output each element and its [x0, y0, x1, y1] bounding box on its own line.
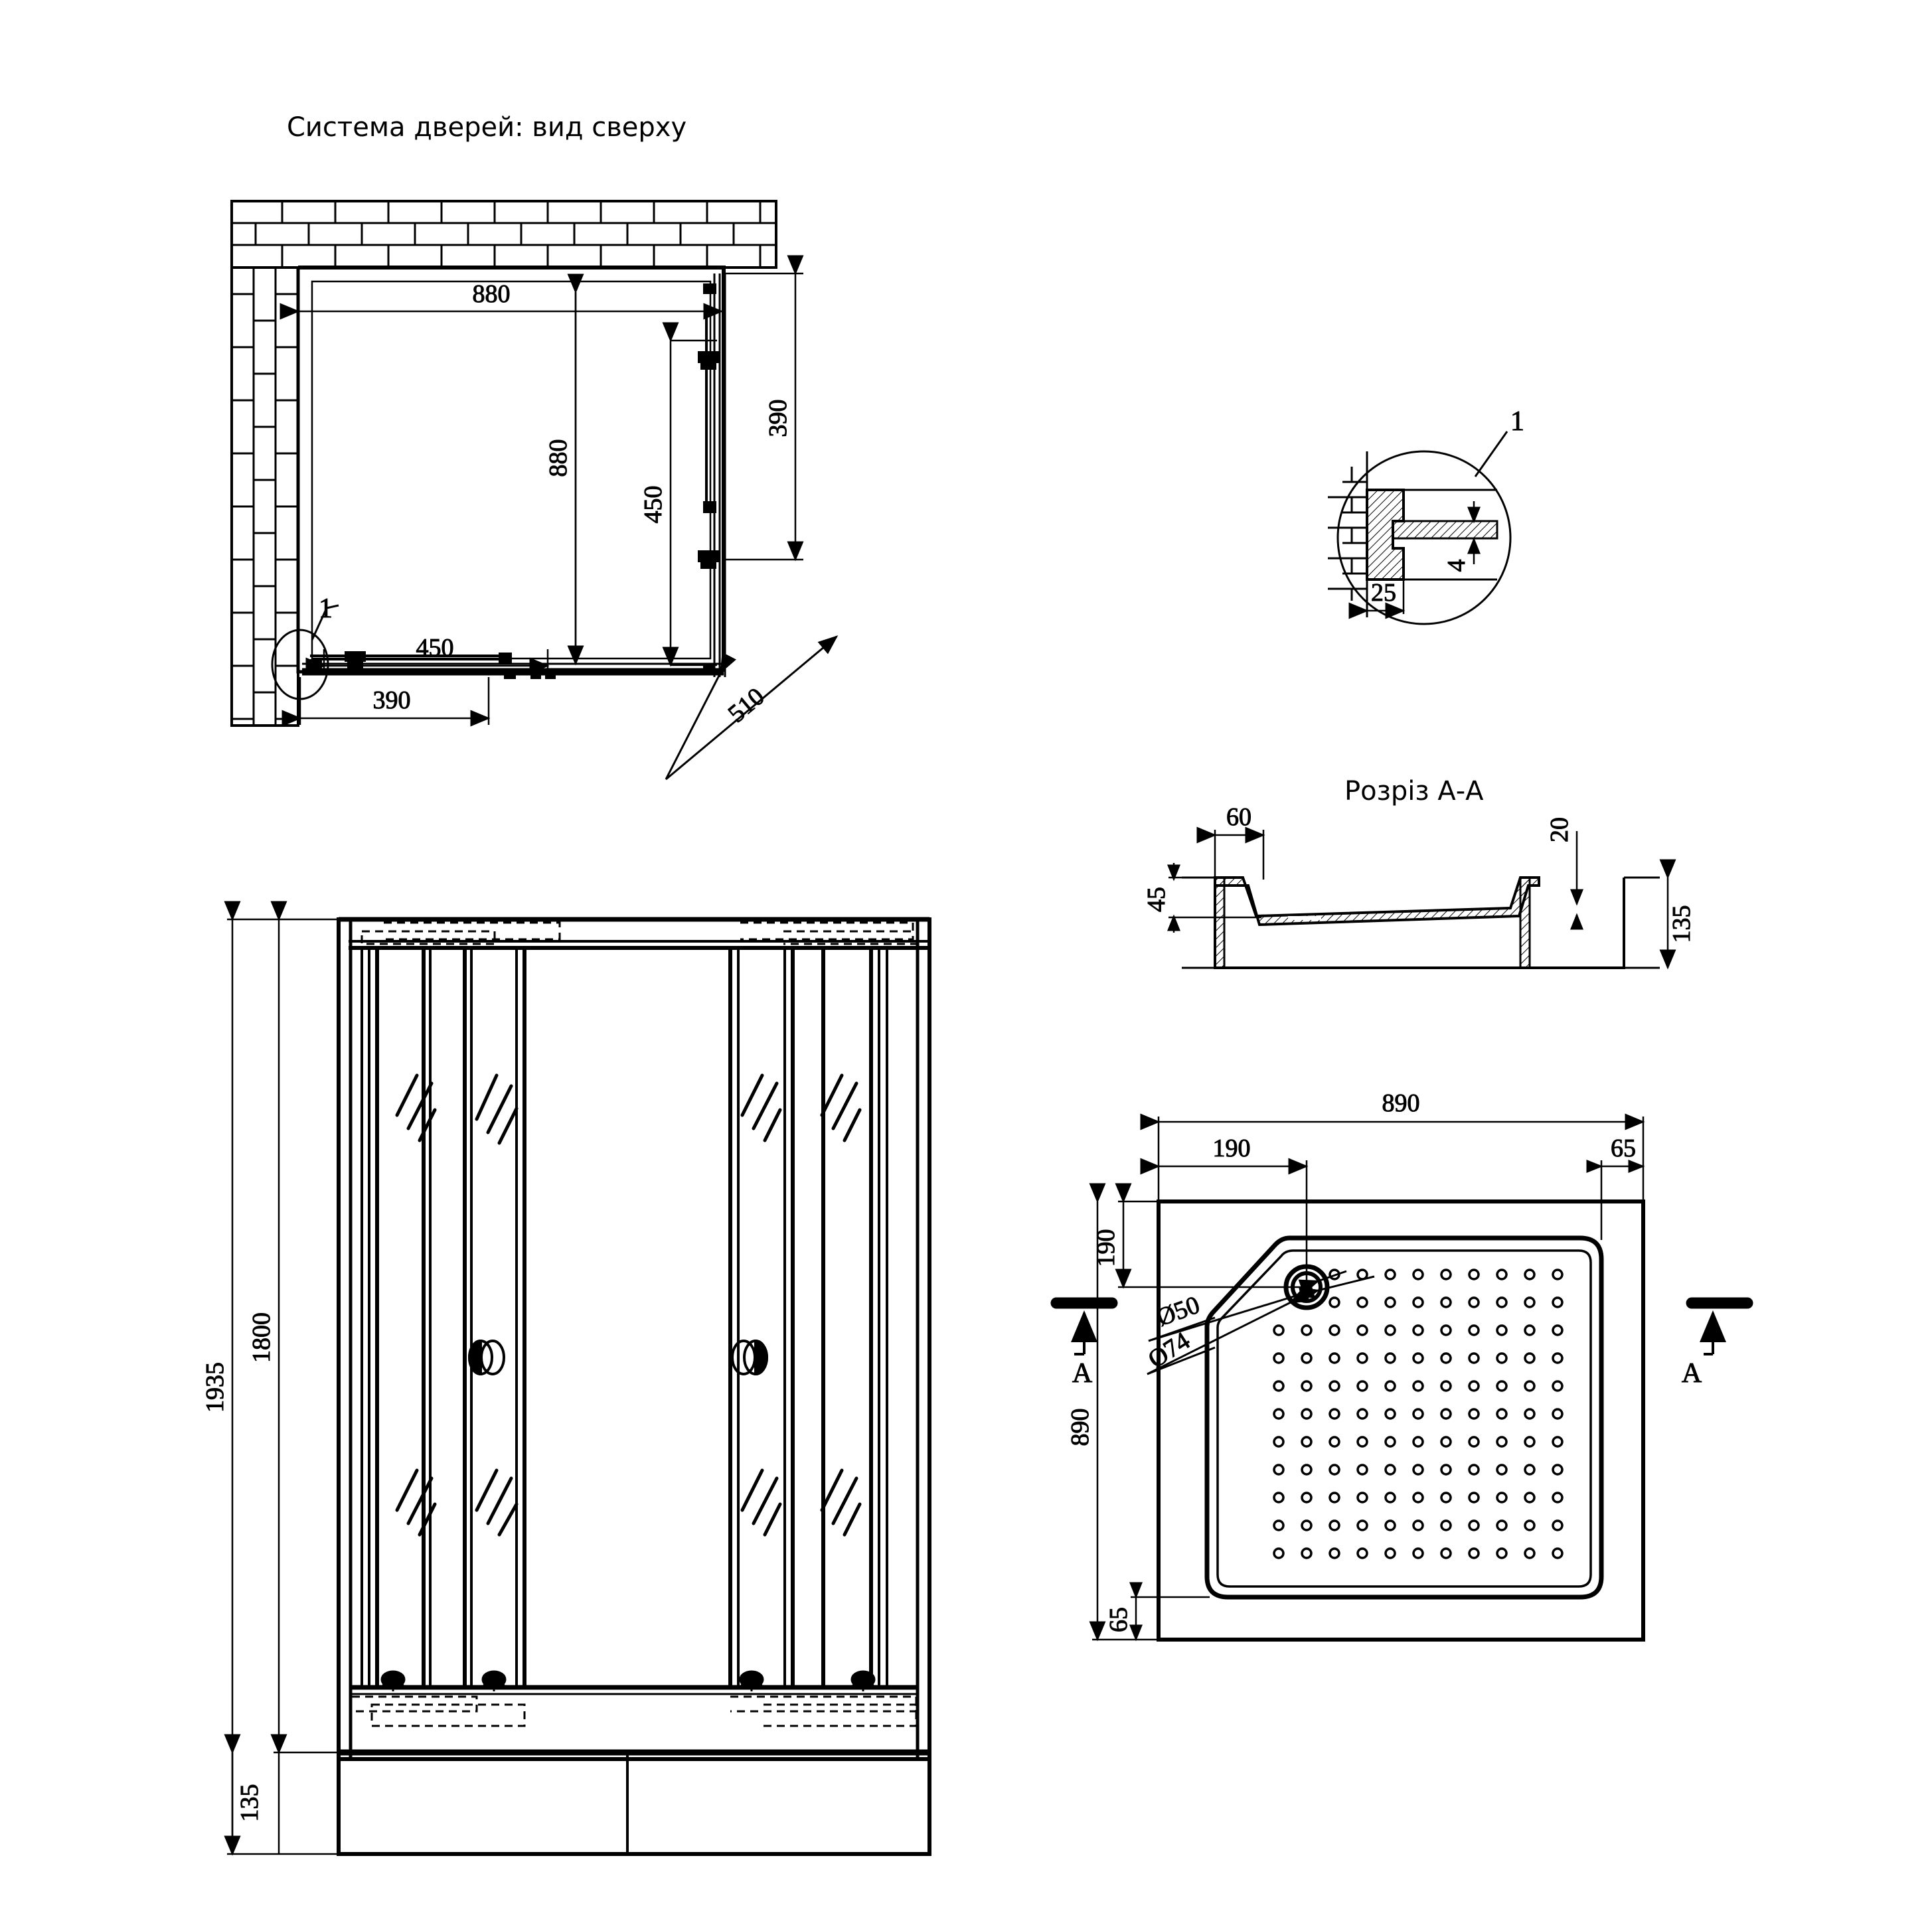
dim-135-front: [224, 1734, 280, 1856]
top-hidden-rails: [361, 921, 919, 945]
top-view-title: Система дверей: вид сверху: [287, 112, 686, 143]
tray-section-right-wall: [1519, 876, 1531, 969]
dim-390-v-label: 390: [764, 400, 792, 437]
dot-row: [1273, 1547, 1564, 1559]
dim-190-h: [1140, 1158, 1309, 1290]
glass-mark-icon: [475, 1468, 519, 1537]
dim-890-v-label: 890: [1066, 1409, 1094, 1446]
glass-mark-icon: [740, 1468, 782, 1537]
drain-diameter-leaders: [1147, 1270, 1375, 1375]
dot-row: [1273, 1380, 1564, 1392]
detail-callout-1-label: 1: [319, 593, 333, 624]
dim-390-v: [724, 255, 804, 562]
glass-mark-icon: [475, 1073, 519, 1145]
dim-190-v-label: 190: [1092, 1229, 1120, 1267]
tray-section-hatched: [1214, 876, 1540, 927]
glass-mark-icon: [820, 1073, 862, 1142]
antislip-dot-grid: [1273, 1269, 1564, 1559]
front-elevation-view: 1935 1800 135: [201, 901, 931, 1856]
detail-1-view: 1: [1328, 406, 1525, 625]
dim-1800-label: 1800: [248, 1312, 276, 1363]
dim-135-section-label: 135: [1668, 905, 1696, 943]
door-panels: [361, 948, 888, 1686]
roller-icon: [481, 1670, 507, 1691]
dim-45: [1167, 863, 1261, 933]
glass-mark-icon: [395, 1468, 437, 1537]
dot-row: [1273, 1408, 1564, 1420]
section-marker-left-label: A: [1072, 1358, 1093, 1389]
dot-row: [1273, 1519, 1564, 1531]
door-panel-4: [821, 948, 888, 1686]
dim-450-h: [305, 649, 550, 674]
door-panel-2: [463, 948, 526, 1686]
door-panel-3: [728, 948, 795, 1686]
dim-1935-label: 1935: [201, 1362, 229, 1413]
tray-bowl-outer: [1204, 1235, 1604, 1600]
dim-880-h-label: 880: [473, 280, 511, 308]
dim-20-label: 20: [1546, 817, 1573, 842]
dim-65-bottom-label: 65: [1105, 1607, 1133, 1632]
dot-row: [1273, 1492, 1564, 1504]
dim-190-v: [1115, 1183, 1311, 1289]
front-tray-base: [337, 1749, 931, 1856]
dot-row: [1273, 1464, 1564, 1476]
dim-450-v-label: 450: [639, 486, 667, 524]
dot-row: [1273, 1324, 1564, 1336]
detail-1-label: 1: [1510, 406, 1524, 437]
dim-1800: [270, 901, 340, 1754]
glass-marks-lower: [395, 1468, 862, 1537]
tray-plan-outline: [1157, 1199, 1645, 1642]
dim-4-label: 4: [1443, 560, 1471, 572]
section-aa-title: Розріз А-А: [1344, 776, 1484, 807]
roller-icon: [380, 1670, 406, 1691]
dim-190-h-label: 190: [1213, 1134, 1251, 1162]
glass-mark-icon: [740, 1073, 782, 1142]
dim-450-h-label: 450: [416, 634, 454, 662]
section-marker-right: [1686, 1297, 1753, 1355]
roller-icon: [850, 1670, 876, 1691]
dim-25: [1348, 579, 1406, 619]
dim-390-h: [282, 677, 491, 727]
section-aa-view: 60 45 20 135: [1143, 803, 1696, 970]
section-marker-right-label: A: [1682, 1358, 1702, 1389]
glass-mark-icon: [395, 1073, 437, 1142]
dim-25-label: 25: [1371, 579, 1396, 607]
door-panel-1: [361, 948, 432, 1686]
dim-65-bottom: [1129, 1582, 1210, 1642]
dim-890-h-label: 890: [1382, 1089, 1420, 1117]
dim-45-label: 45: [1143, 887, 1170, 912]
tray-plan-view: Ø50 Ø74 890 190 65 190: [1050, 1089, 1753, 1642]
dim-65-right: [1586, 1160, 1645, 1240]
roller-icon: [738, 1670, 765, 1691]
right-door-hardware: [698, 283, 719, 674]
bottom-hidden-rails: [352, 1695, 918, 1727]
glass-marks-upper: [395, 1073, 862, 1145]
bottom-rollers: [380, 1670, 876, 1691]
dim-65-right-label: 65: [1611, 1134, 1636, 1162]
dot-row: [1328, 1296, 1564, 1308]
tray-section-left-wall: [1214, 876, 1226, 969]
detail-1-glass: [1392, 520, 1498, 540]
dim-60-label: 60: [1226, 803, 1251, 831]
dim-60: [1196, 826, 1265, 880]
tray-bowl-inner: [1216, 1249, 1592, 1588]
door-handle-right[interactable]: [731, 1339, 768, 1376]
detail-1-profile: [1366, 489, 1405, 581]
dim-890-v: [1089, 1183, 1162, 1642]
dim-880-v-label: 880: [544, 439, 572, 477]
section-marker-left: [1050, 1297, 1118, 1355]
diagonal-entry-leader: [665, 635, 839, 781]
glass-mark-icon: [820, 1468, 862, 1537]
dot-row: [1273, 1352, 1564, 1364]
dim-135-front-label: 135: [236, 1784, 264, 1822]
dot-row: [1273, 1436, 1564, 1448]
door-handle-left[interactable]: [468, 1339, 505, 1376]
dim-450-v: [662, 322, 717, 667]
dim-390-h-label: 390: [373, 686, 411, 714]
